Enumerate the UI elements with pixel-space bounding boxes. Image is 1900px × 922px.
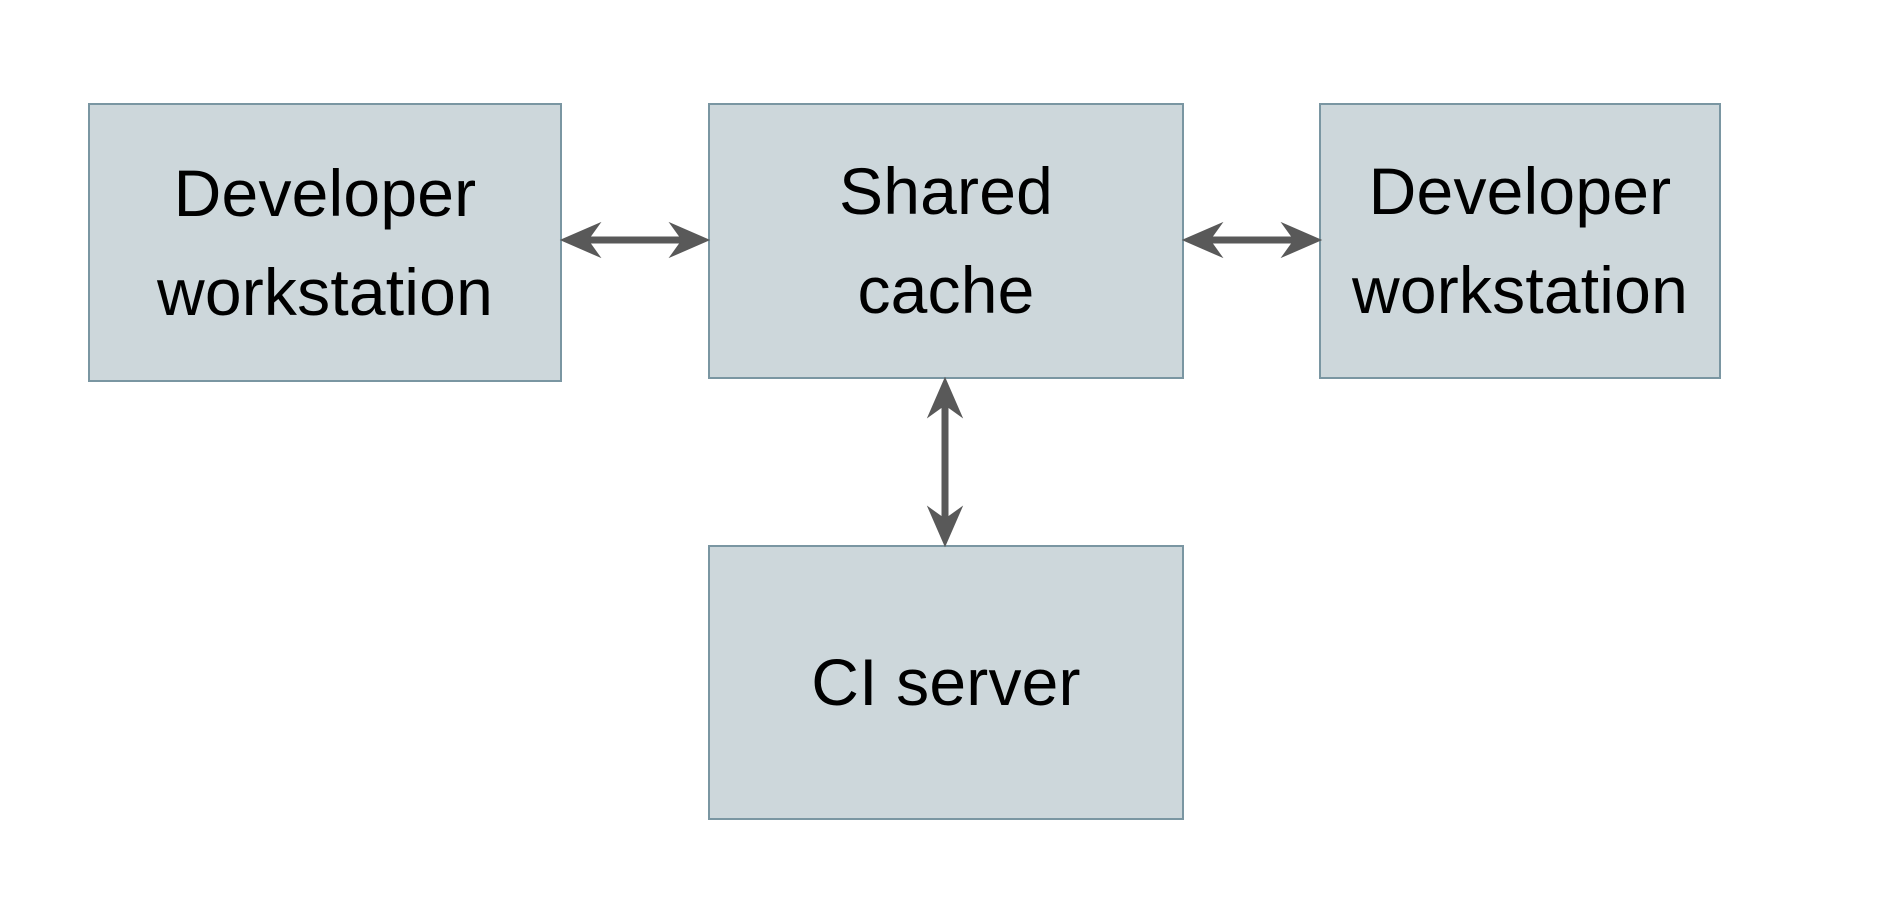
node-label: Shared cache	[838, 154, 1054, 327]
node-developer-workstation-right[interactable]: Developer workstation	[1319, 103, 1721, 379]
node-shared-cache[interactable]: Shared cache	[708, 103, 1184, 379]
double-arrow-vertical-icon	[926, 376, 964, 548]
double-arrow-horizontal-icon	[559, 221, 711, 259]
edge-dev-left-to-shared-cache[interactable]	[556, 206, 714, 276]
edge-shared-cache-to-dev-right[interactable]	[1178, 206, 1326, 276]
node-label: CI server	[811, 645, 1081, 719]
node-label: Developer workstation	[156, 155, 493, 329]
double-arrow-horizontal-icon	[1181, 221, 1323, 259]
node-developer-workstation-left[interactable]: Developer workstation	[88, 103, 562, 382]
edge-ci-server-to-shared-cache[interactable]	[910, 374, 980, 550]
node-ci-server[interactable]: CI server	[708, 545, 1184, 820]
node-label: Developer workstation	[1351, 154, 1688, 327]
